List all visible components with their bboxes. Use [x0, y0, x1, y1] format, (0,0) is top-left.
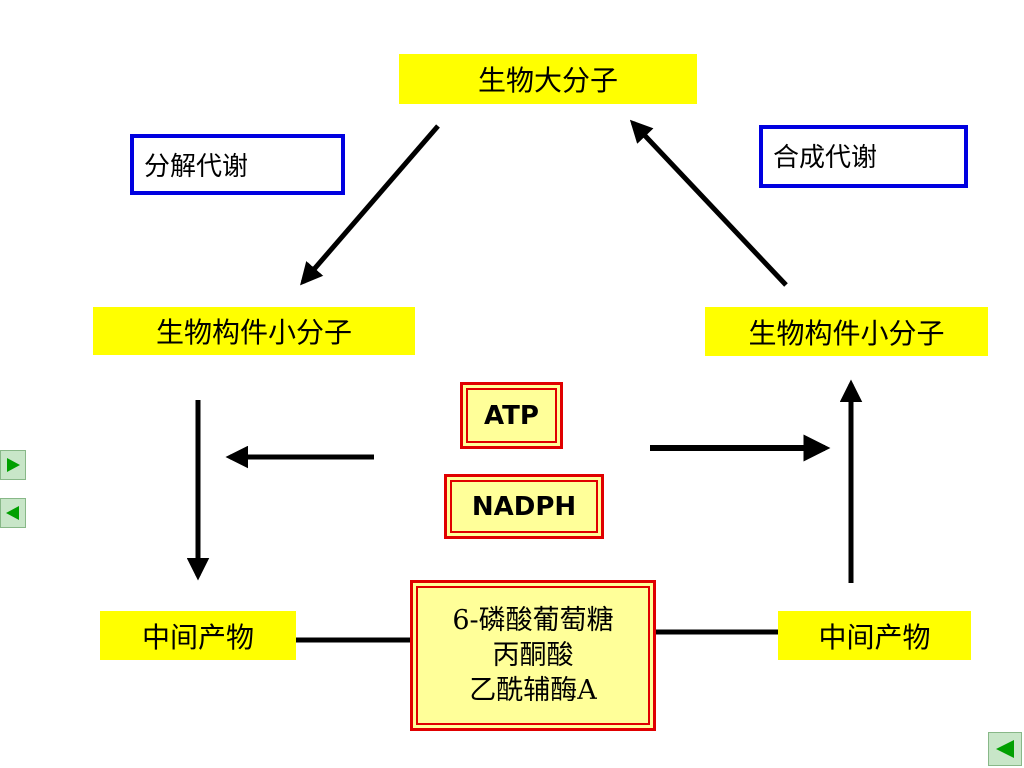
nadph-label: NADPH [471, 491, 577, 522]
node-building-blocks-left: 生物构件小分子 [93, 307, 415, 355]
arrow-anabolism-up [629, 119, 788, 287]
play-right-icon [7, 458, 20, 472]
box-nadph: NADPH [444, 474, 604, 539]
atp-label: ATP [484, 400, 539, 431]
node-intermediate-left: 中间产物 [100, 611, 296, 660]
box-atp: ATP [460, 382, 563, 449]
box-key-intermediates: 6-磷酸葡萄糖 丙酮酸 乙酰辅酶A [410, 580, 656, 731]
node-intermediate-right: 中间产物 [778, 611, 971, 660]
arrow-catabolism-down [300, 124, 440, 286]
label-catabolism: 分解代谢 [130, 134, 345, 195]
label-anabolism: 合成代谢 [759, 125, 968, 188]
node-building-blocks-right: 生物构件小分子 [705, 307, 988, 356]
node-macromolecules: 生物大分子 [399, 54, 697, 104]
back-button[interactable] [988, 732, 1022, 766]
compound-glucose-6-phosphate: 6-磷酸葡萄糖 [452, 605, 614, 636]
compound-pyruvate: 丙酮酸 [492, 640, 574, 671]
previous-slide-button[interactable] [0, 498, 26, 528]
play-left-icon [6, 506, 19, 520]
next-slide-button[interactable] [0, 450, 26, 480]
compound-acetyl-coa: 乙酰辅酶A [469, 675, 597, 706]
play-left-icon [996, 740, 1014, 758]
